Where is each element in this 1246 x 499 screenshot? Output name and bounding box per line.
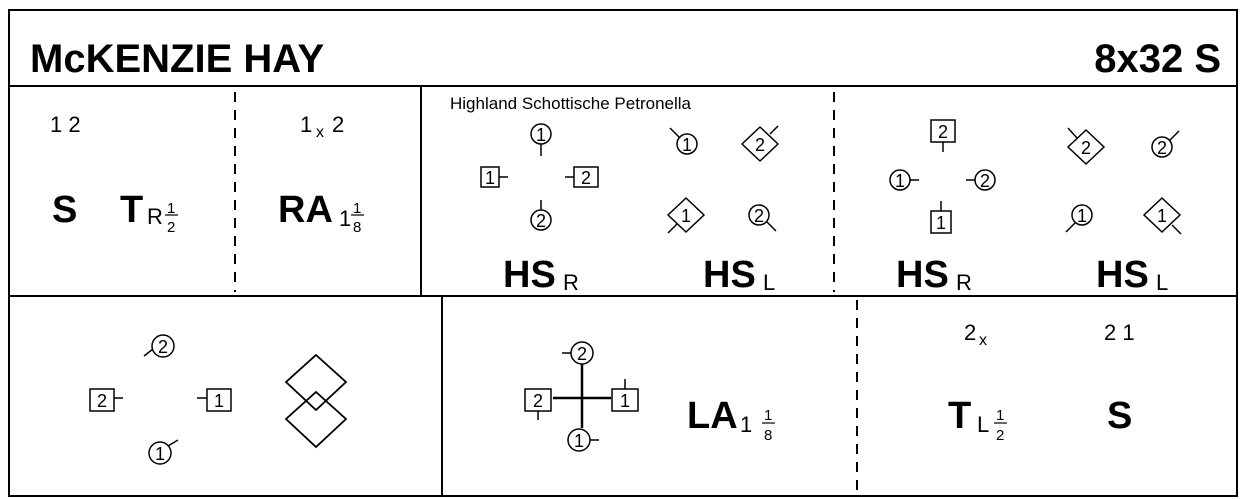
bar2-hands-num: 1 <box>353 200 361 217</box>
bar4-diamond-2-upper-left: 2 <box>1066 127 1106 166</box>
bar2-hands-den: 8 <box>353 219 361 236</box>
grid-lines <box>8 9 1238 497</box>
bar4-dancer-1-left: 1 <box>889 169 919 191</box>
bar3-diamond-1-lower-left: 1 <box>666 196 706 234</box>
bar5-cell: 2 2 1 1 <box>89 334 348 465</box>
bar3-figure-name: Highland Schottische Petronella <box>450 94 692 113</box>
bar4-dancer-2-right: 2 <box>966 169 996 191</box>
svg-text:1: 1 <box>574 431 584 451</box>
bar4-man-2-top: 2 <box>930 119 956 152</box>
svg-text:1: 1 <box>682 135 692 155</box>
bar4-diamond-1-lower-right: 1 <box>1142 196 1182 235</box>
svg-text:1: 1 <box>214 391 224 411</box>
svg-text:2: 2 <box>980 171 990 191</box>
svg-text:1: 1 <box>536 125 546 145</box>
bar6-hands-den: 8 <box>764 427 772 444</box>
svg-text:2: 2 <box>1157 138 1167 158</box>
bar5-man-1-right: 1 <box>197 388 232 412</box>
svg-text:2: 2 <box>581 168 591 188</box>
svg-text:1: 1 <box>895 171 905 191</box>
bar8-set-label: S <box>1107 395 1132 437</box>
svg-text:1: 1 <box>485 168 495 188</box>
bar1-turn-den: 2 <box>167 219 175 236</box>
bar3-hs-right-label: HS <box>503 254 556 296</box>
bar3-dancer-2-bottom: 2 <box>530 200 552 231</box>
bar4-hs-right-sub: R <box>956 270 972 295</box>
dance-title: McKENZIE HAY <box>30 37 324 81</box>
bar3-dancer-1-upper-left: 1 <box>669 127 698 155</box>
dance-format: 8x32 S <box>1094 37 1221 81</box>
svg-text:1: 1 <box>681 206 691 226</box>
bar3-man-1-left: 1 <box>480 166 508 188</box>
bar3-cell: Highland Schottische Petronella 1 1 2 2 … <box>450 94 780 296</box>
bar3-dancer-2-lower-right: 2 <box>748 204 777 232</box>
svg-text:2: 2 <box>533 391 543 411</box>
bar3-man-2-right: 2 <box>565 166 599 188</box>
svg-text:2: 2 <box>754 206 764 226</box>
svg-text:1: 1 <box>1077 206 1087 226</box>
bar7-turn-label: T <box>948 395 971 437</box>
svg-text:2: 2 <box>158 337 168 357</box>
bar4-hs-left-label: HS <box>1096 254 1149 296</box>
bar3-diamond-2-upper-right: 2 <box>740 125 780 163</box>
svg-text:2: 2 <box>536 211 546 231</box>
svg-text:2: 2 <box>755 135 765 155</box>
bar2-position-right: 2 <box>332 112 344 137</box>
bar4-hs-left-sub: L <box>1156 270 1168 295</box>
bar6-hands-label: LA <box>687 395 738 437</box>
bar7-position-right: 2 1 <box>1104 320 1135 345</box>
svg-text:2: 2 <box>938 122 948 142</box>
svg-text:1: 1 <box>155 444 165 464</box>
bar7-turn-num: 1 <box>996 407 1004 424</box>
bar4-hs-right-label: HS <box>896 254 949 296</box>
bar2-hands-whole: 1 <box>339 206 351 231</box>
bar3-hs-right-sub: R <box>563 270 579 295</box>
bar7-cell: 2 x 2 1 T L 1 2 S <box>948 320 1135 444</box>
svg-text:1: 1 <box>620 391 630 411</box>
bar6-cell: 2 2 1 1 LA 1 1 8 <box>524 341 775 452</box>
bar5-dancer-2-top: 2 <box>143 334 175 358</box>
bar7-position-left: 2 <box>964 320 976 345</box>
bar7-turn-den: 2 <box>996 427 1004 444</box>
bar4-cell: 2 1 2 1 2 2 1 <box>889 119 1182 296</box>
bar4-dancer-2-upper-right: 2 <box>1151 130 1180 158</box>
svg-text:2: 2 <box>1081 138 1091 158</box>
bar6-hands-whole: 1 <box>740 412 752 437</box>
bar2-cell: 1 x 2 RA 1 1 8 <box>278 112 364 236</box>
bar6-man-2-left: 2 <box>524 388 552 420</box>
bar1-positions: 1 2 <box>50 112 81 137</box>
bar1-cell: 1 2 S T R 1 2 <box>50 112 178 236</box>
bar1-turn-hand: R <box>147 204 163 229</box>
bar1-set-label: S <box>52 189 77 231</box>
bar3-hs-left-label: HS <box>703 254 756 296</box>
bar5-overlapping-diamonds <box>284 353 348 449</box>
bar4-dancer-1-lower-left: 1 <box>1065 204 1093 233</box>
bar2-position-left: 1 <box>300 112 312 137</box>
bar6-man-1-right: 1 <box>611 379 639 412</box>
bar3-dancer-1-top: 1 <box>530 123 552 156</box>
bar6-hands-num: 1 <box>764 407 772 424</box>
bar3-hs-left-sub: L <box>763 270 775 295</box>
bar2-hands-label: RA <box>278 189 333 231</box>
svg-text:2: 2 <box>97 391 107 411</box>
bar7-position-cross: x <box>979 332 987 349</box>
bar5-dancer-1-bottom: 1 <box>148 439 179 465</box>
bar1-turn-label: T <box>120 189 143 231</box>
dashed-dividers <box>234 92 858 494</box>
bar5-man-2-left: 2 <box>89 388 123 412</box>
bar4-man-1-bottom: 1 <box>930 201 952 234</box>
bar1-turn-num: 1 <box>167 200 175 217</box>
bar6-dancer-1-bottom: 1 <box>567 428 599 452</box>
svg-text:2: 2 <box>577 344 587 364</box>
bar7-turn-hand: L <box>977 412 989 437</box>
bar6-dancer-2-top: 2 <box>562 341 594 365</box>
outer-border <box>8 9 1238 497</box>
svg-text:1: 1 <box>1157 206 1167 226</box>
bar2-position-cross: x <box>316 124 324 141</box>
svg-text:1: 1 <box>936 213 946 233</box>
